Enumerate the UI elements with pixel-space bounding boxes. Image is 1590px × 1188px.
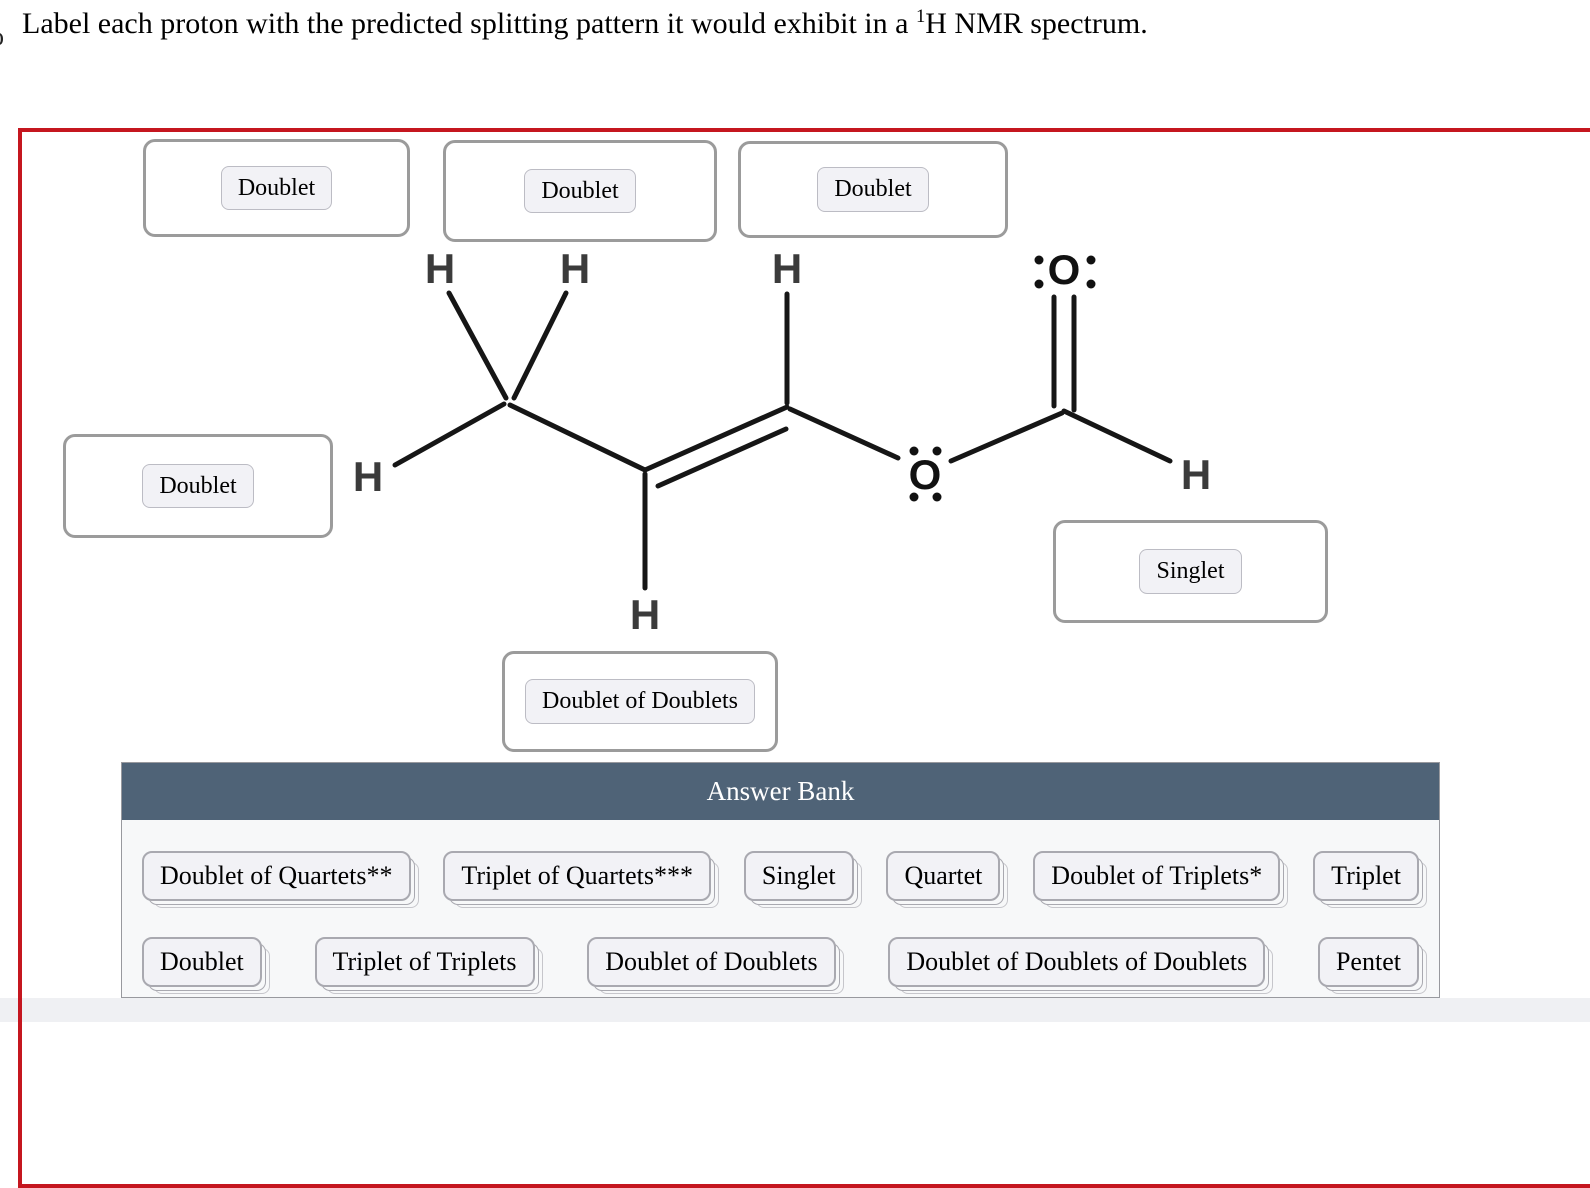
answer-bank-header: Answer Bank [122,763,1439,820]
bottom-strip [0,998,1590,1022]
bank-chip[interactable]: Singlet [743,851,854,901]
placed-answer-chip[interactable]: Doublet of Doublets [525,679,755,724]
drop-zone-top-1[interactable]: Doublet [143,139,410,237]
title-suffix: H NMR spectrum. [925,7,1148,40]
drop-zone-top-3[interactable]: Doublet [738,141,1008,238]
bank-chip[interactable]: Doublet of Doublets [587,936,836,987]
answer-bank-body: Doublet of Quartets** Triplet of Quartets… [122,820,1439,987]
answer-bank: Answer Bank Doublet of Quartets** Triplet… [121,762,1440,998]
drop-zone-bottom[interactable]: Doublet of Doublets [502,651,778,752]
placed-answer-chip[interactable]: Singlet [1139,549,1242,594]
question-title-text: Label each proton with the predicted spl… [22,6,1148,40]
bank-chip[interactable]: Triplet of Quartets*** [443,851,711,901]
bank-chip[interactable]: Doublet of Doublets of Doublets [888,936,1266,987]
drop-zone-left[interactable]: Doublet [63,434,333,538]
cropped-list-marker: o [0,22,4,52]
question-title: Label each proton with the predicted spl… [22,6,1148,41]
answer-bank-row: Doublet of Quartets** Triplet of Quartets… [142,851,1419,901]
bank-chip[interactable]: Pentet [1317,936,1419,987]
bank-chip[interactable]: Doublet of Triplets* [1033,851,1281,901]
question-canvas-border [18,128,1590,1188]
answer-bank-row: Doublet Triplet of Triplets Doublet of Dou… [142,936,1419,987]
placed-answer-chip[interactable]: Doublet [524,168,636,214]
title-prefix: Label each proton with the predicted spl… [22,7,916,40]
bank-chip[interactable]: Triplet of Triplets [314,936,535,987]
drop-zone-right[interactable]: Singlet [1053,520,1328,623]
bank-chip[interactable]: Doublet [142,936,262,987]
drop-zone-top-2[interactable]: Doublet [443,140,717,242]
isotope-superscript: 1 [915,6,926,27]
bank-chip[interactable]: Quartet [886,851,1001,901]
placed-answer-chip[interactable]: Doublet [817,167,929,212]
placed-answer-chip[interactable]: Doublet [142,463,254,509]
placed-answer-chip[interactable]: Doublet [220,165,333,211]
bank-chip[interactable]: Doublet of Quartets** [142,851,411,901]
bank-chip[interactable]: Triplet [1313,851,1419,901]
